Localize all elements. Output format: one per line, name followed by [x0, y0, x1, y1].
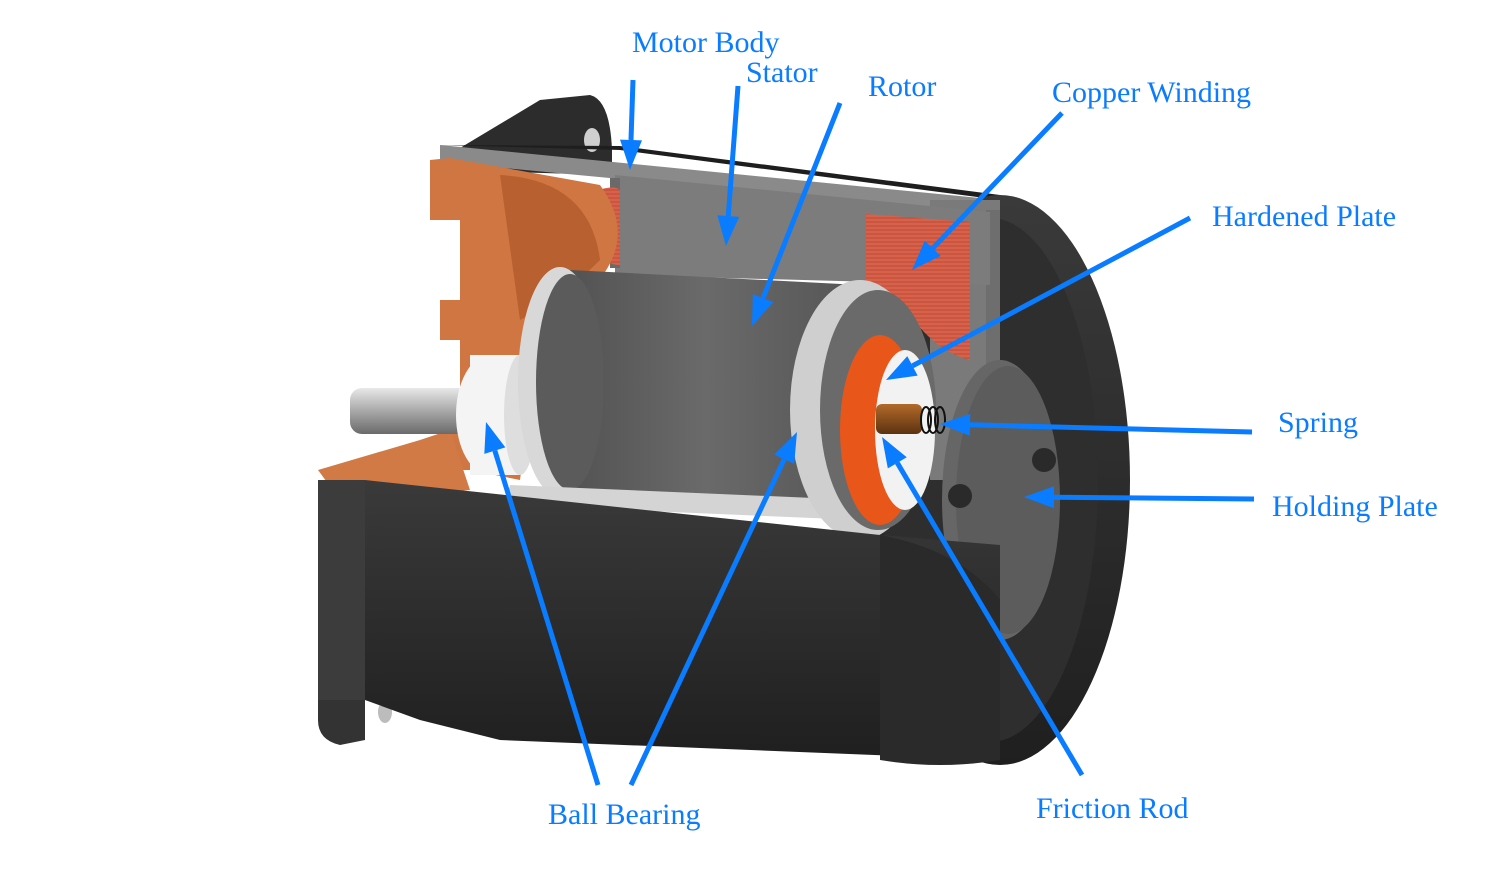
arrowhead-copper-winding	[912, 240, 941, 270]
arrowhead-rotor	[752, 294, 774, 326]
arrowhead-hardened-plate	[886, 356, 918, 380]
label-holding-plate: Holding Plate	[1272, 490, 1438, 523]
arrowhead-ball-bearing-left	[484, 422, 506, 454]
rotor	[505, 267, 860, 520]
arrowhead-holding-plate	[1024, 486, 1055, 509]
arrow-holding-plate	[1053, 494, 1255, 502]
label-friction-rod: Friction Rod	[1036, 792, 1189, 825]
arrowhead-motor-body	[620, 139, 642, 170]
motor-shaft	[350, 388, 470, 434]
label-motor-body: Motor Body	[632, 26, 780, 59]
label-hardened-plate: Hardened Plate	[1212, 200, 1397, 233]
motor-body-top-wall	[440, 145, 1000, 215]
arrow-hardened-plate	[911, 215, 1192, 369]
arrowhead-friction-rod	[882, 437, 907, 469]
label-stator: Stator	[746, 56, 818, 89]
arrow-stator	[725, 85, 741, 217]
arrow-rotor	[760, 102, 843, 300]
arrowhead-spring	[940, 413, 971, 436]
label-ball-bearing: Ball Bearing	[548, 798, 701, 831]
arrow-ball-bearing-right	[628, 458, 787, 787]
arrowhead-ball-bearing-right	[774, 432, 797, 464]
callout-arrows	[484, 79, 1255, 787]
label-spring: Spring	[1278, 406, 1359, 439]
arrow-copper-winding	[930, 111, 1064, 251]
friction-rod	[876, 404, 922, 434]
spring	[920, 406, 946, 434]
arrow-spring	[969, 422, 1253, 435]
label-rotor: Rotor	[868, 70, 937, 103]
arrow-ball-bearing-left	[492, 449, 601, 786]
label-copper-winding: Copper Winding	[1052, 76, 1252, 109]
arrowhead-stator	[717, 215, 740, 246]
arrow-motor-body	[628, 79, 636, 141]
arrow-friction-rod	[895, 461, 1085, 777]
